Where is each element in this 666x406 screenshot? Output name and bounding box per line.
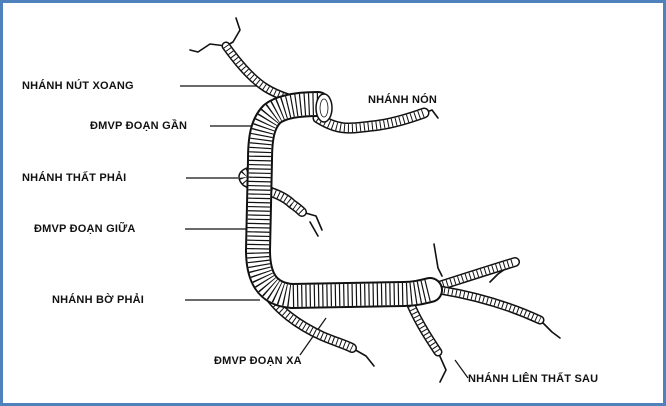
- label-posterior-descending-branch: NHÁNH LIÊN THẤT SAU: [468, 373, 598, 385]
- twig-sa-node-left: [190, 44, 226, 52]
- twig-sa-node-top: [226, 18, 240, 46]
- vessel-branches: [226, 46, 540, 352]
- label-proximal-rca: ĐMVP ĐOẠN GẦN: [90, 120, 187, 132]
- twig-pda-top: [434, 244, 442, 276]
- label-conus-branch: NHÁNH NÓN: [368, 94, 437, 106]
- label-right-marginal-branch: NHÁNH BỜ PHẢI: [52, 294, 144, 306]
- label-distal-rca: ĐMVP ĐOẠN XA: [214, 355, 302, 367]
- leader-lien-that-sau: [455, 360, 468, 378]
- label-sa-node-branch: NHÁNH NÚT XOANG: [22, 80, 134, 92]
- twig-pda-end: [438, 352, 446, 382]
- label-mid-rca: ĐMVP ĐOẠN GIỮA: [34, 223, 136, 235]
- label-right-ventricular-branch: NHÁNH THẤT PHẢI: [22, 172, 126, 184]
